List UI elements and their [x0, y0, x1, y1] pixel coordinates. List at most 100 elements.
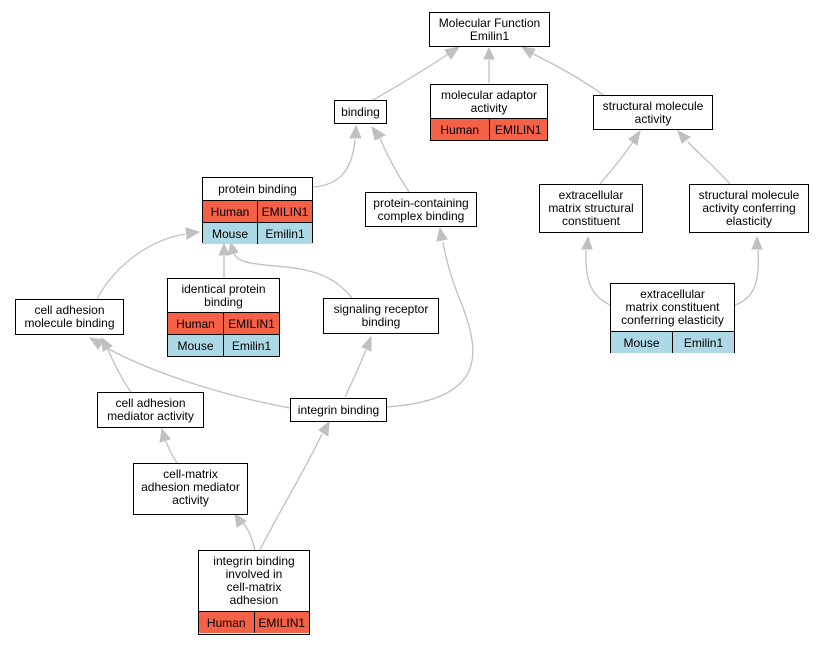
- node-label-line: integrin binding: [213, 554, 295, 568]
- edge-signaling-to-protein-binding: [227, 241, 353, 299]
- annotation-row: Human EMILIN1: [168, 312, 279, 334]
- node-label-line: protein-containing: [373, 195, 469, 210]
- node-label-line: cell-matrix: [226, 580, 282, 594]
- node-label-line: structural molecule: [602, 98, 704, 113]
- edge-elasticity-to-structural: [677, 130, 731, 185]
- species-cell: Human: [206, 615, 246, 630]
- node-label-line: activity: [470, 100, 508, 115]
- gene-cell: Emilin1: [257, 223, 312, 244]
- node-label-line: molecule binding: [24, 315, 115, 330]
- node-label-line: binding: [204, 294, 243, 309]
- node-label-line: mediator activity: [107, 408, 194, 423]
- edge-cell-matrix-to-mediator: [159, 427, 178, 464]
- gene-cell: EMILIN1: [488, 119, 548, 140]
- node-label-line: integrin binding: [297, 402, 380, 417]
- node-label-line: conferring elasticity: [621, 313, 724, 327]
- node-label-line: matrix constituent: [625, 300, 720, 314]
- annotation-row: Mouse Emilin1: [168, 334, 279, 356]
- gene-cell: Emilin1: [223, 335, 279, 356]
- species-cell: Human: [176, 316, 215, 331]
- node-label-line: structural molecule: [698, 188, 800, 202]
- edge-structural-to-root: [520, 46, 606, 97]
- edge-protein-binding-to-binding: [312, 124, 362, 188]
- node-label-line: extracellular: [558, 188, 624, 202]
- gene-cell: EMILIN1: [257, 201, 312, 222]
- node-label-line: involved in: [225, 567, 283, 581]
- node-integrin-binding[interactable]: integrin binding: [290, 398, 387, 422]
- gene-cell: EMILIN1: [223, 313, 279, 334]
- gene-cell: EMILIN1: [253, 612, 310, 633]
- node-label-line: signaling receptor: [333, 301, 429, 316]
- node-label-line: cell adhesion: [34, 302, 105, 317]
- edge-binding-to-root: [370, 46, 461, 102]
- edge-adaptor-to-root: [483, 46, 495, 83]
- edge-ecm-structural-to-structural: [599, 129, 641, 185]
- edge-ecm-elasticity-to-ecm-structural: [581, 235, 611, 306]
- species-cell: Human: [440, 122, 480, 137]
- node-label: binding: [335, 101, 386, 123]
- node-label-line: extracellular: [640, 287, 705, 301]
- edge-integrin-to-signaling: [344, 335, 372, 398]
- edge-cell-adhesion-to-protein-binding: [96, 227, 201, 300]
- node-label-line: adhesion: [229, 593, 279, 607]
- node-label-line: protein binding: [218, 181, 297, 196]
- node-label-line: cell adhesion: [115, 395, 186, 410]
- node-label-line: identical protein: [181, 281, 266, 296]
- node-label-line: Molecular Function: [438, 15, 541, 30]
- node-label-line: elasticity: [725, 214, 772, 228]
- node-label-line: adhesion mediator: [141, 480, 240, 494]
- annotation-row: Human EMILIN1: [203, 200, 312, 222]
- edge-identical-to-protein-binding: [218, 242, 230, 277]
- node-label-line: cell-matrix: [163, 467, 218, 481]
- species-cell: Mouse: [177, 338, 214, 353]
- species-cell: Mouse: [623, 335, 660, 350]
- node-label-line: constituent: [561, 214, 621, 228]
- species-cell: Human: [210, 204, 250, 219]
- node-label: protein binding: [203, 178, 312, 200]
- node-label-line: activity: [172, 493, 209, 507]
- edge-mediator-to-cell-adhesion: [101, 336, 132, 393]
- gene-cell: Emilin1: [672, 332, 734, 353]
- edge-integrin-to-cell-adhesion: [88, 337, 291, 409]
- node-binding[interactable]: binding: [334, 100, 387, 124]
- edge-complex-to-binding: [371, 125, 410, 193]
- node-label-line: molecular adaptor: [440, 87, 538, 102]
- node-label-line: Emilin1: [469, 28, 510, 43]
- edge-integrin-to-complex: [385, 226, 474, 408]
- edge-integrin-cell-matrix-to-cell-matrix: [234, 512, 256, 551]
- node-label-line: binding: [341, 104, 380, 119]
- edge-ecm-elasticity-to-elasticity: [734, 235, 763, 306]
- annotation-row: Mouse Emilin1: [611, 331, 734, 353]
- node-label-line: activity: [634, 111, 672, 126]
- node-label-line: binding: [361, 314, 401, 329]
